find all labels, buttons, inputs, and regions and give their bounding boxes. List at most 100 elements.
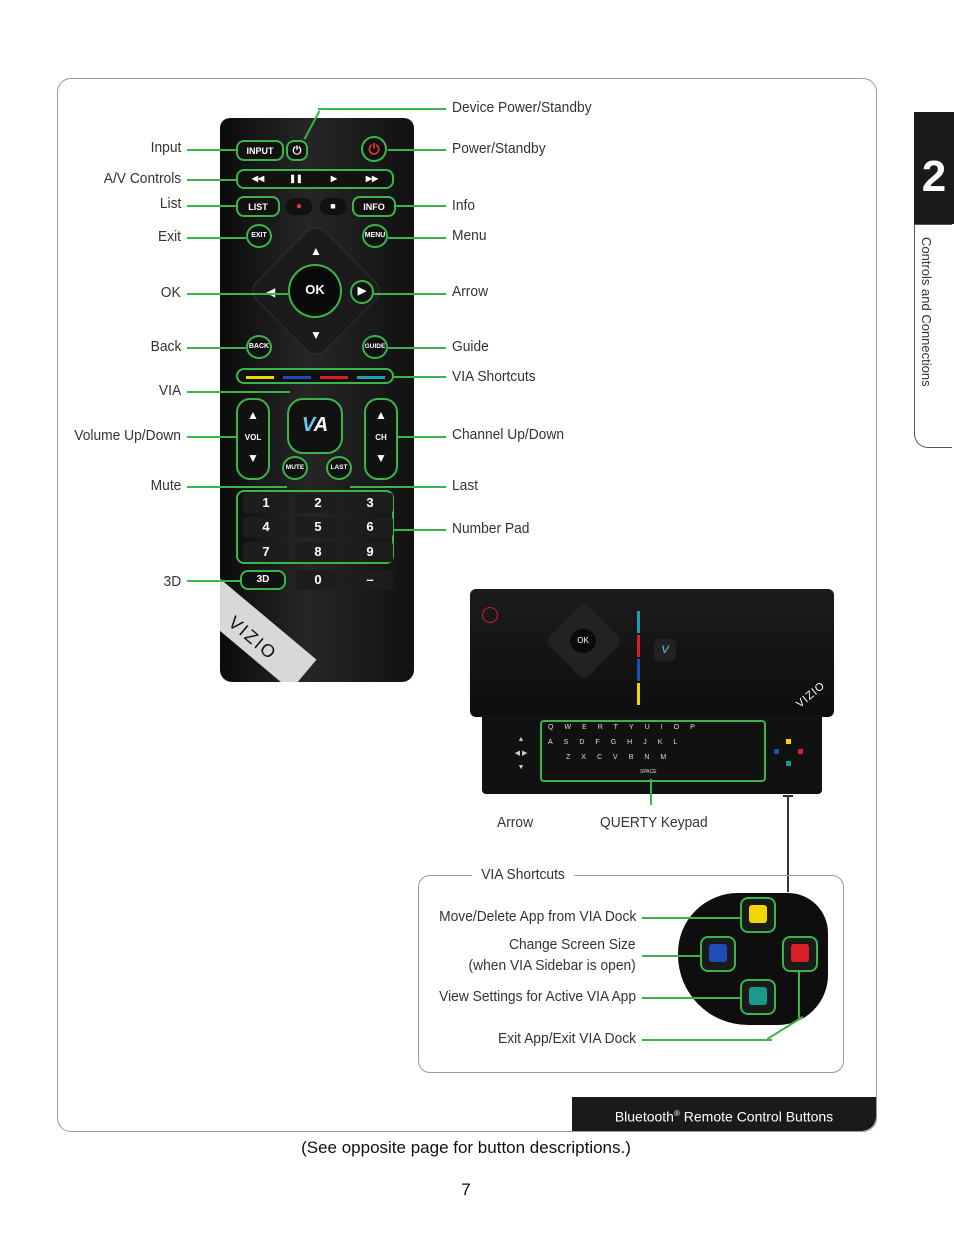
- via-button[interactable]: VA: [287, 398, 343, 454]
- footer-bar-title: Bluetooth: [614, 1108, 674, 1125]
- number-key[interactable]: 8: [295, 542, 341, 562]
- callout-line: [787, 796, 789, 892]
- device-power-button[interactable]: ⏻: [286, 140, 308, 161]
- via-yellow-button[interactable]: [246, 376, 274, 379]
- label-input: Input: [150, 139, 181, 156]
- record-button[interactable]: ●: [286, 198, 312, 215]
- arrow-down-icon[interactable]: ▼: [310, 328, 322, 342]
- leader-power: [388, 149, 446, 151]
- label-guide: Guide: [452, 338, 489, 355]
- teal-shortcut-button[interactable]: [740, 979, 776, 1015]
- keyboard-arrow-cluster[interactable]: ▲◀ ▶▼: [514, 736, 528, 771]
- leader-teal: [642, 997, 740, 999]
- dash-key[interactable]: –: [347, 570, 393, 590]
- number-key[interactable]: 1: [243, 493, 289, 513]
- keyboard-color-bar-red[interactable]: [637, 635, 640, 657]
- main-remote: INPUT ⏻ ⏻ ◀◀ ❚❚ ▶ ▶▶ LIST ● ■ INFO EXIT …: [220, 118, 414, 682]
- label-3d: 3D: [163, 573, 181, 590]
- keyboard-color-bar-teal[interactable]: [637, 611, 640, 633]
- yellow-square: [749, 905, 767, 923]
- zero-key[interactable]: 0: [295, 570, 341, 590]
- rewind-button[interactable]: ◀◀: [242, 171, 274, 187]
- section-title: Controls and Connections: [919, 237, 934, 387]
- leader-mute: [187, 486, 287, 488]
- arrow-left-icon[interactable]: ◀: [266, 285, 276, 299]
- via-red-button[interactable]: [320, 376, 348, 379]
- keyboard-color-blue[interactable]: [774, 749, 779, 754]
- arrow-right-button[interactable]: ▶: [350, 280, 374, 304]
- keyboard-color-yellow[interactable]: [786, 739, 791, 744]
- via-blue-button[interactable]: [283, 376, 311, 379]
- guide-button[interactable]: GUIDE: [362, 335, 388, 359]
- back-button[interactable]: BACK: [246, 335, 272, 359]
- last-button[interactable]: LAST: [326, 456, 352, 480]
- arrow-up-icon[interactable]: ▲: [310, 244, 322, 258]
- volume-rocker[interactable]: ▲ VOL ▼: [236, 398, 270, 480]
- channel-rocker[interactable]: ▲ CH ▼: [364, 398, 398, 480]
- keyboard-color-bar-yellow[interactable]: [637, 683, 640, 705]
- via-logo-icon: VA: [301, 414, 329, 436]
- exit-button[interactable]: EXIT: [246, 224, 272, 248]
- space-key[interactable]: SPACE: [640, 769, 657, 775]
- number-key[interactable]: 9: [347, 542, 393, 562]
- label-keyboard-arrow: Arrow: [497, 814, 534, 831]
- number-key[interactable]: 5: [295, 517, 341, 537]
- label-number-pad: Number Pad: [452, 520, 530, 537]
- ok-button[interactable]: OK: [288, 264, 342, 318]
- yellow-shortcut-button[interactable]: [740, 897, 776, 933]
- pause-icon: ❚❚: [289, 174, 303, 183]
- pause-button[interactable]: ❚❚: [280, 171, 312, 187]
- power-button[interactable]: ⏻: [361, 136, 387, 162]
- number-key[interactable]: 2: [295, 493, 341, 513]
- fast-forward-button[interactable]: ▶▶: [356, 171, 388, 187]
- rewind-icon: ◀◀: [251, 174, 265, 183]
- number-key[interactable]: 7: [243, 542, 289, 562]
- label-device-power: Device Power/Standby: [452, 99, 592, 116]
- leader-arrow: [374, 293, 446, 295]
- number-key[interactable]: 4: [243, 517, 289, 537]
- red-shortcut-button[interactable]: [782, 936, 818, 972]
- leader-volume: [187, 436, 236, 438]
- red-square: [791, 944, 809, 962]
- keyboard-color-teal[interactable]: [786, 761, 791, 766]
- via-shortcuts-row: [236, 368, 394, 384]
- number-key[interactable]: 6: [347, 517, 393, 537]
- registered-mark: ®: [673, 1109, 680, 1118]
- menu-button[interactable]: MENU: [362, 224, 388, 248]
- mute-button[interactable]: MUTE: [282, 456, 308, 480]
- teal-square: [749, 987, 767, 1005]
- list-button[interactable]: LIST: [236, 196, 280, 217]
- keyboard-color-bar-blue[interactable]: [637, 659, 640, 681]
- querty-keypad: [540, 720, 766, 782]
- blue-shortcut-button[interactable]: [700, 936, 736, 972]
- label-channel: Channel Up/Down: [452, 426, 565, 443]
- keyboard-power-icon[interactable]: [482, 607, 498, 623]
- power-icon: ⏻: [292, 145, 302, 157]
- channel-up-icon: ▲: [375, 408, 387, 422]
- info-button[interactable]: INFO: [352, 196, 396, 217]
- volume-up-icon: ▲: [247, 408, 259, 422]
- stop-button[interactable]: ■: [320, 198, 346, 215]
- number-pad: [236, 490, 394, 564]
- leader-number-pad: [394, 529, 446, 531]
- input-button[interactable]: INPUT: [236, 140, 284, 161]
- number-key[interactable]: 3: [347, 493, 393, 513]
- label-power: Power/Standby: [452, 140, 546, 157]
- leader-3d: [187, 580, 240, 582]
- keyboard-row-3: ZXCVBNM: [566, 754, 678, 761]
- blue-square: [709, 944, 727, 962]
- power-icon: ⏻: [368, 141, 380, 157]
- label-list: List: [159, 195, 181, 212]
- play-button[interactable]: ▶: [318, 171, 350, 187]
- keyboard-color-red[interactable]: [798, 749, 803, 754]
- keyboard-ok-button[interactable]: OK: [570, 629, 596, 653]
- label-exit: Exit: [157, 228, 181, 245]
- page-number: 7: [461, 1180, 471, 1199]
- via-shortcuts-panel: [418, 875, 844, 1073]
- via-teal-button[interactable]: [357, 376, 385, 379]
- leader-last: [350, 486, 446, 488]
- stop-icon: ■: [330, 201, 336, 211]
- leader-menu: [388, 237, 446, 239]
- 3d-button[interactable]: 3D: [240, 570, 286, 590]
- chapter-number: 2: [914, 112, 954, 224]
